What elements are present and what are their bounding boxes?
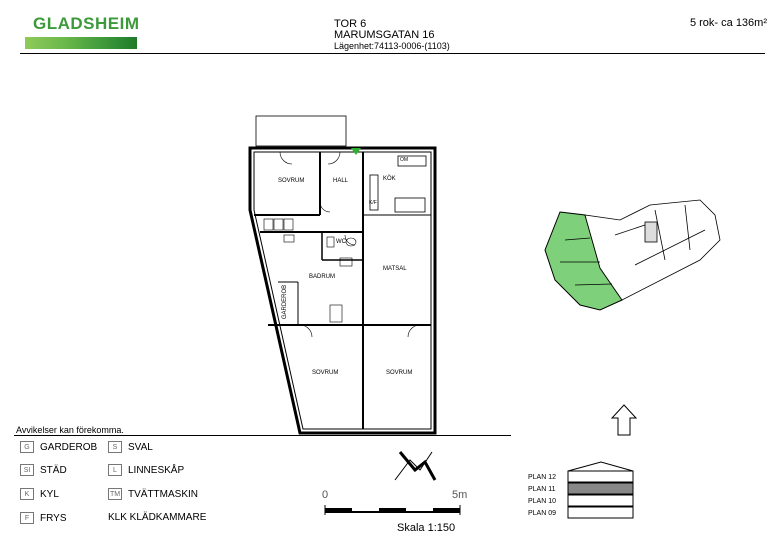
room-label-om: OM bbox=[400, 157, 409, 163]
address: MARUMSGATAN 16 bbox=[334, 29, 435, 41]
scale-end: 5m bbox=[452, 489, 468, 501]
section-symbol bbox=[394, 451, 437, 481]
room-label-sovrum-br: SOVRUM bbox=[386, 370, 413, 376]
floor-diagram bbox=[567, 461, 634, 519]
legend-item-stad: SI STÄD bbox=[20, 464, 67, 476]
room-label-kok: KÖK bbox=[383, 176, 396, 182]
legend-item-garderob: G GARDEROB bbox=[20, 441, 97, 453]
legend-item-frys: F FRYS bbox=[20, 512, 67, 524]
legend-divider bbox=[14, 435, 511, 436]
balcony bbox=[255, 115, 347, 147]
floor-label-11: PLAN 11 bbox=[528, 486, 556, 493]
room-label-badrum: BADRUM bbox=[309, 274, 336, 280]
outer-wall bbox=[248, 146, 437, 435]
floor-label-09: PLAN 09 bbox=[528, 510, 557, 517]
room-label-matsal: MATSAL bbox=[383, 266, 407, 272]
room-label-hall: HALL bbox=[333, 178, 349, 184]
room-label-garderob: GARDEROB bbox=[282, 284, 289, 320]
legend-note: Avvikelser kan förekomma. bbox=[16, 425, 124, 435]
scale-start: 0 bbox=[322, 489, 329, 501]
legend-item-kyl: K KYL bbox=[20, 488, 59, 500]
room-label-wc: WC bbox=[336, 239, 346, 245]
apartment-id: Lägenhet:74113-0006-(1103) bbox=[334, 41, 450, 51]
legend-item-linneskap: L LINNESKÅP bbox=[108, 464, 184, 476]
inner-wall bbox=[253, 151, 432, 430]
legend-item-tvattmaskin: TM TVÄTTMASKIN bbox=[108, 488, 199, 500]
site-plan bbox=[544, 199, 721, 311]
apartment-size: 5 rok- ca 136m² bbox=[689, 17, 767, 29]
building-name: TOR 6 bbox=[334, 18, 367, 30]
header-info: TOR 6 MARUMSGATAN 16 Lägenhet:74113-0006… bbox=[334, 19, 450, 52]
header-divider bbox=[20, 53, 765, 54]
brand-logo-bar bbox=[25, 37, 137, 49]
room-label-sovrum-bl: SOVRUM bbox=[312, 370, 339, 376]
north-arrow bbox=[610, 404, 638, 436]
legend-item-kladkammare: KLK KLÄDKAMMARE bbox=[108, 512, 207, 523]
brand-logo-text: GLADSHEIM bbox=[33, 14, 140, 33]
legend-item-sval: S SVAL bbox=[108, 441, 153, 453]
room-label-sovrum-top: SOVRUM bbox=[278, 178, 305, 184]
floor-label-12: PLAN 12 bbox=[528, 474, 557, 481]
scale-label: Skala 1:150 bbox=[397, 522, 456, 534]
scale-bar bbox=[324, 505, 461, 515]
room-label-kf: K/F bbox=[369, 200, 377, 206]
entrance-marker bbox=[351, 148, 361, 155]
floor-label-10: PLAN 10 bbox=[528, 498, 557, 505]
